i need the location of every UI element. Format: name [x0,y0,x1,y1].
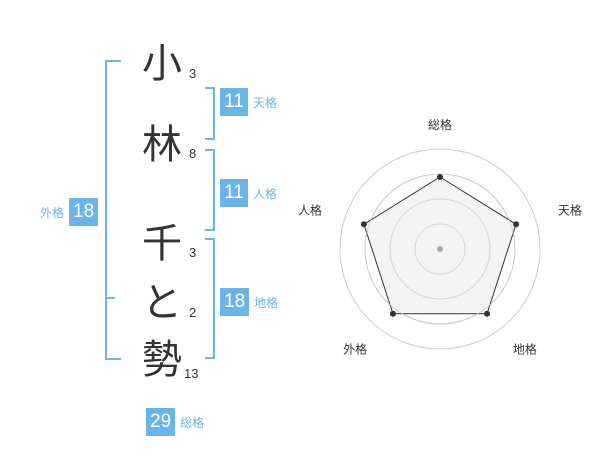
soukaku-badge: 29 総格 [146,408,204,436]
name-char-4: と [142,280,182,326]
stroke-count-1: 3 [189,66,197,81]
radar-point-3 [484,310,491,317]
stroke-count-5: 13 [184,366,199,381]
chikaku-value: 18 [220,288,250,316]
soukaku-value: 29 [146,408,176,436]
jinkaku-label: 人格 [253,186,278,201]
name-char-3: 千 [142,221,182,267]
bracket-gaikaku-split [105,297,115,299]
radar-point-1 [437,174,443,180]
stroke-count-2: 8 [189,146,197,161]
radar-grid-inner-1 [414,223,466,275]
chikaku-label: 地格 [254,295,279,310]
radar-axis-label-1: 総格 [428,117,452,132]
radar-axis-label-4: 外格 [343,341,367,356]
jinkaku-badge: 11 人格 [220,179,277,207]
bracket-tenkaku [205,87,215,140]
name-char-2: 林 [142,122,182,168]
radar-axis-label-3: 地格 [513,341,537,356]
tenkaku-label: 天格 [253,95,278,110]
tenkaku-badge: 11 天格 [220,88,277,116]
bracket-chikaku [205,238,215,359]
radar-grid-inner-2 [389,198,491,300]
chikaku-badge: 18 地格 [220,288,278,316]
soukaku-label: 総格 [180,415,205,430]
radar-point-4 [389,310,396,317]
radar-point-2 [513,221,520,228]
radar-data-polygon [363,176,517,315]
jinkaku-value: 11 [220,179,248,207]
gaikaku-label: 外格 [40,205,65,220]
bracket-gaikaku [105,60,121,360]
stroke-count-4: 2 [189,305,197,320]
radar-axis-label-5: 人格 [298,203,322,218]
radar-grid-ring-4 [339,148,541,350]
tenkaku-value: 11 [220,88,248,116]
stroke-count-3: 3 [189,245,197,260]
radar-point-5 [360,221,367,228]
radar-center-dot [437,246,443,252]
gaikaku-badge: 外格 18 [40,198,99,226]
name-char-5: 勢 [142,337,182,383]
name-char-1: 小 [142,41,182,87]
bracket-jinkaku [205,149,215,231]
gaikaku-value: 18 [69,198,99,226]
radar-axis-label-2: 天格 [558,203,582,218]
